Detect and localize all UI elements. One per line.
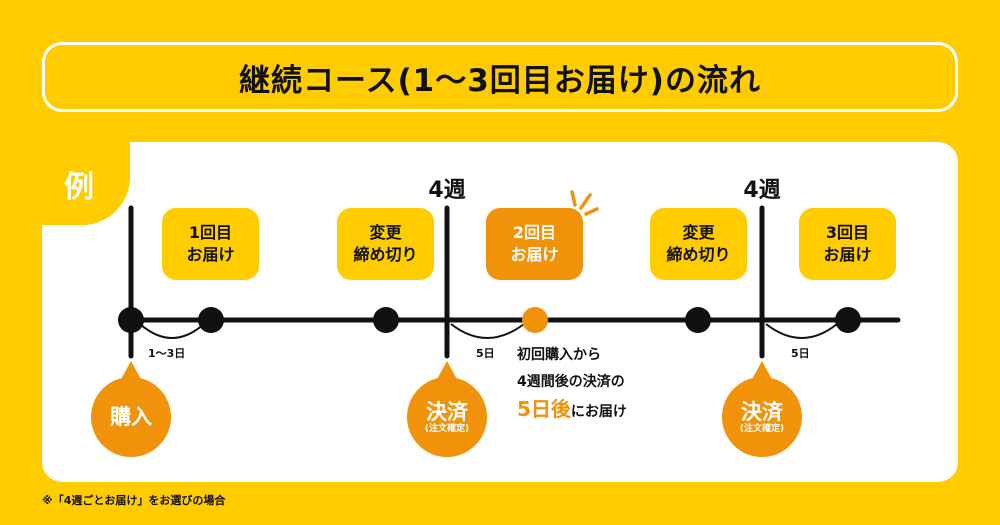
deadline-1-dot [373, 307, 399, 333]
note-highlight: 5日後 [517, 397, 571, 421]
highlight-rays-icon [570, 190, 599, 216]
delivery-3-dot [835, 307, 861, 333]
note-line: 5日後にお届け [517, 396, 627, 426]
delivery-1-dot [198, 307, 224, 333]
week-label-1: 4週 [428, 178, 466, 203]
event-purchase: 購入 [91, 361, 171, 457]
footnote: ※「4週ごとお届け」をお選びの場合 [42, 494, 226, 507]
note-line: 初回購入から [517, 347, 601, 363]
bubble-line: お届け [186, 245, 235, 264]
purchase-dot [118, 307, 144, 333]
event-sublabel: (注文確定) [739, 423, 785, 434]
interval-arc-2 [450, 323, 525, 339]
bubble-line: お届け [823, 245, 872, 264]
bubble-delivery-1: 1回目お届け [162, 208, 259, 280]
timeline-panel: 例 4週 4週 1回目お届け 変更締め切り 2回目お届け 変更締め切り 3回目お… [42, 142, 958, 482]
note-text: にお届け [570, 404, 627, 420]
interval-label-1: 1～3日 [148, 347, 186, 360]
timeline-graphic [118, 190, 901, 359]
delivery-2-dot [522, 307, 548, 333]
bubble-line: お届け [510, 245, 559, 264]
interval-label-2: 5日 [476, 347, 495, 360]
note-line: 4週間後の決済の [517, 374, 625, 390]
event-sublabel: (注文確定) [424, 423, 470, 434]
event-label: 購入 [110, 405, 152, 429]
interval-arc-3 [765, 323, 838, 339]
example-tab: 例 [42, 142, 130, 225]
bubble-line: 2回目 [512, 223, 557, 242]
event-label: 決済 [741, 399, 783, 424]
bubble-line: 変更 [682, 223, 715, 242]
bubble-delivery-2: 2回目お届け [486, 208, 583, 280]
page-title: 継続コース(1～3回目お届け)の流れ [42, 42, 958, 112]
bubble-deadline-2: 変更締め切り [650, 208, 747, 280]
event-payment-2: 決済(注文確定) [722, 361, 802, 457]
delivery-note: 初回購入から 4週間後の決済の 5日後にお届け [517, 342, 627, 426]
event-payment-1: 決済(注文確定) [407, 361, 487, 457]
interval-label-3: 5日 [791, 347, 810, 360]
bubble-line: 3回目 [825, 223, 870, 242]
event-label: 決済 [426, 399, 468, 424]
bubble-deadline-1: 変更締め切り [337, 208, 434, 280]
bubble-delivery-3: 3回目お届け [799, 208, 896, 280]
bubble-line: 変更 [369, 223, 402, 242]
week-label-2: 4週 [743, 178, 781, 203]
interval-arc-1 [139, 323, 205, 339]
deadline-2-dot [685, 307, 711, 333]
bubble-line: 締め切り [666, 245, 731, 264]
bubble-line: 締め切り [353, 245, 418, 264]
bubble-line: 1回目 [188, 223, 233, 242]
